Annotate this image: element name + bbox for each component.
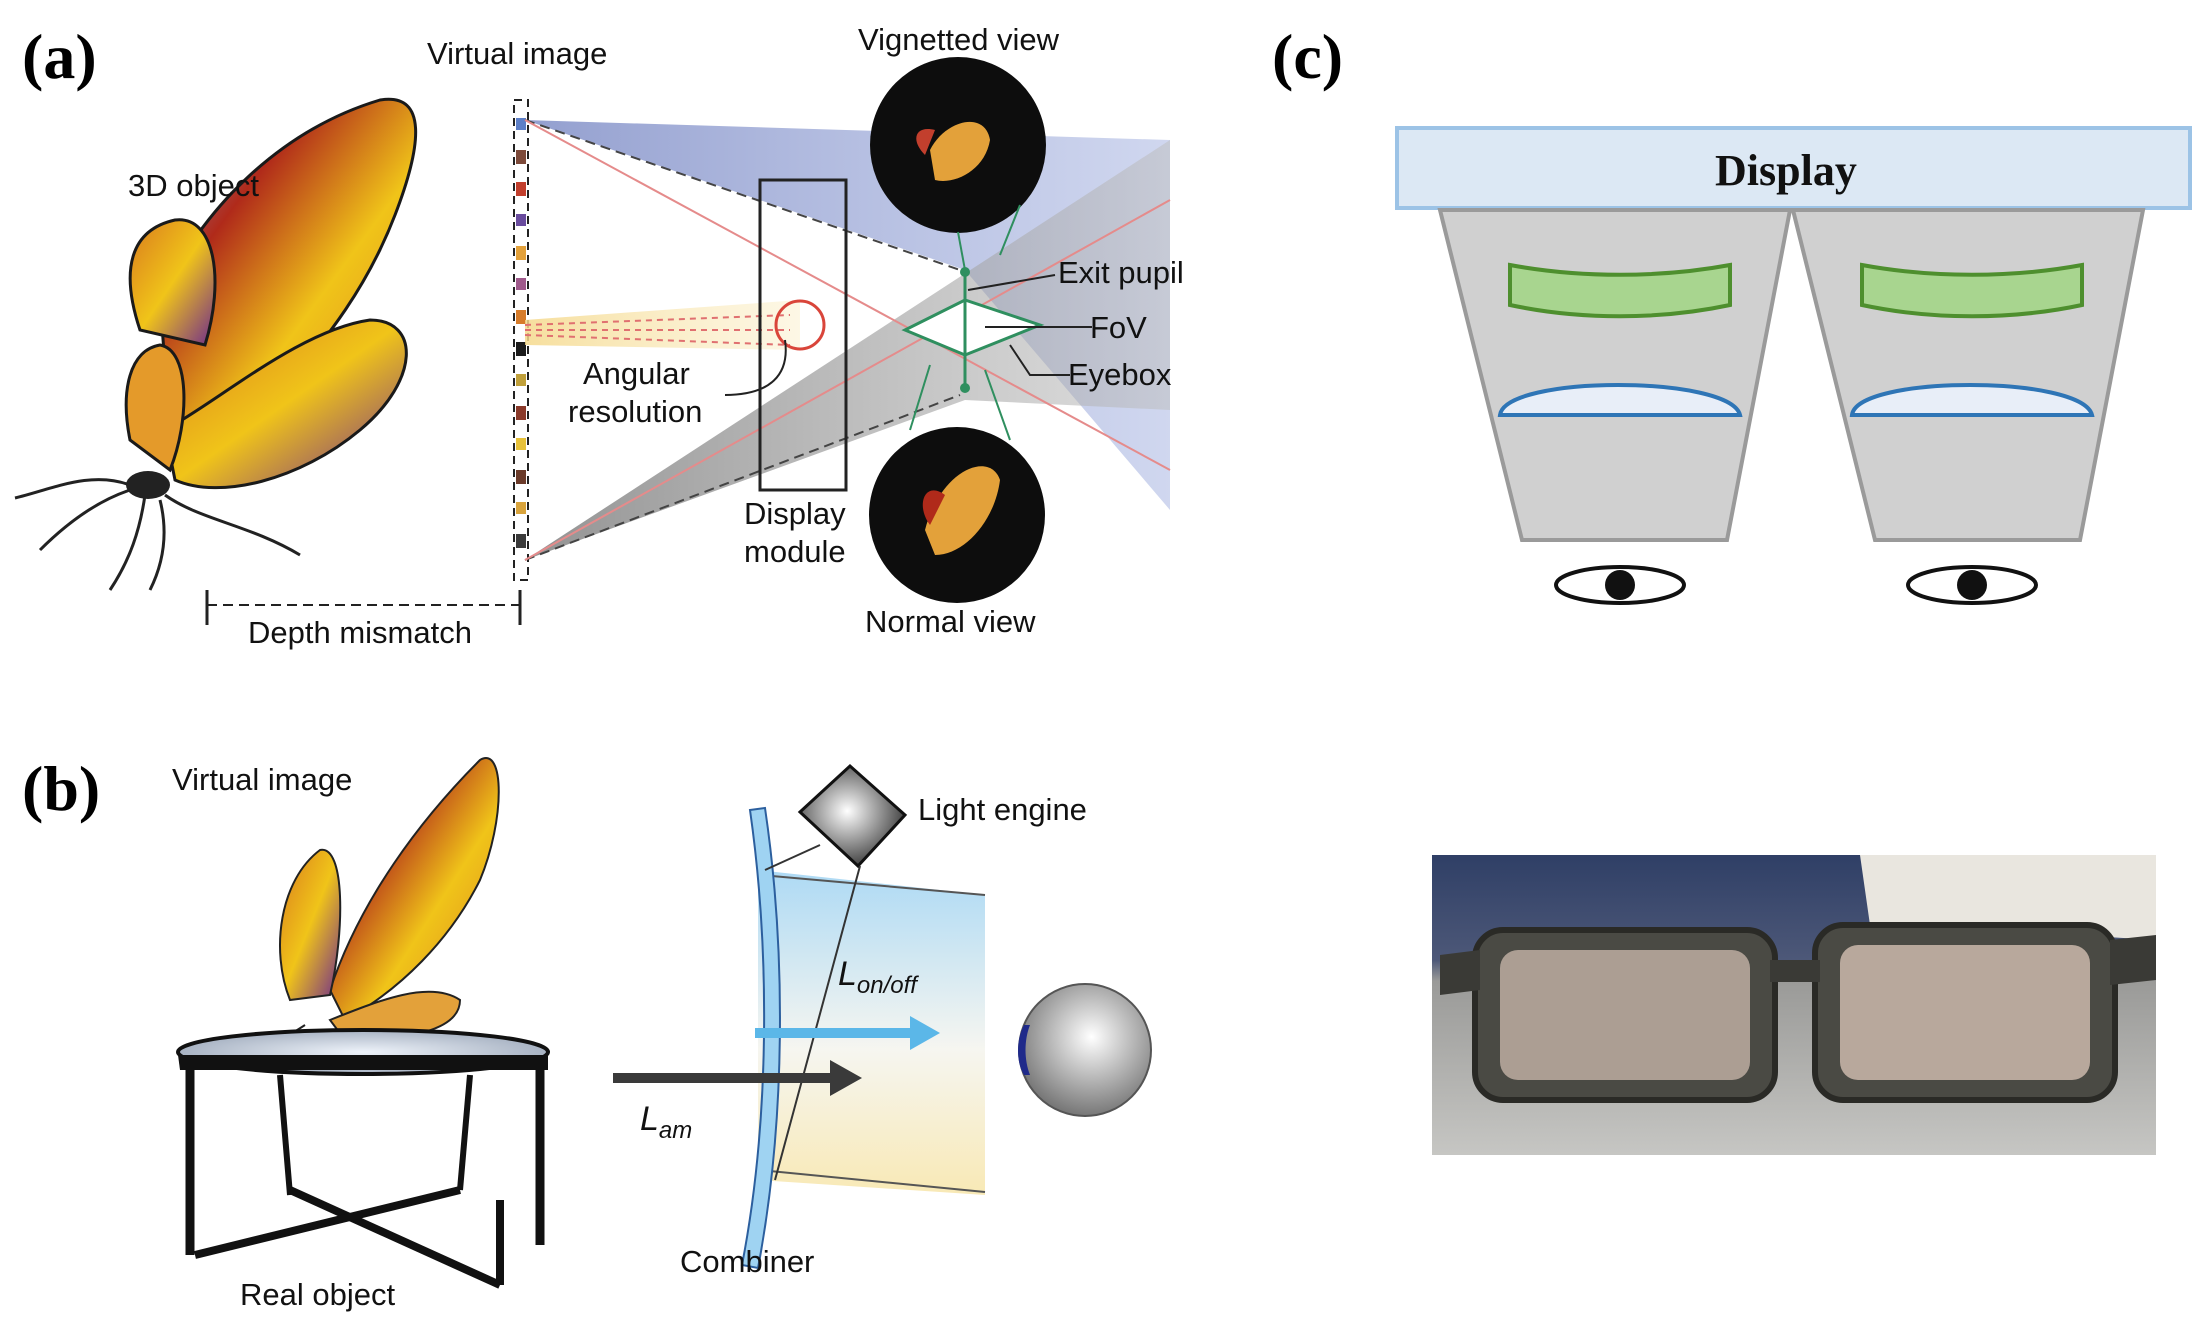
right-housing xyxy=(1790,208,2146,542)
light-engine-ray-2 xyxy=(774,865,861,1181)
display-bar xyxy=(1395,126,2192,210)
panel-c: (c) Display xyxy=(1272,21,2192,1155)
butterfly-virtual-image xyxy=(254,757,500,1066)
vignetted-leader-2 xyxy=(999,204,1021,256)
normal-view-label: Normal view xyxy=(865,604,1036,639)
angular-resolution-label-2: resolution xyxy=(568,394,702,429)
display-module-label-1: Display xyxy=(744,496,846,531)
angular-resolution-marker xyxy=(774,299,826,351)
vignetted-leader-1 xyxy=(957,231,966,271)
exit-pupil-dot-bottom xyxy=(960,383,970,393)
exit-pupil-leader xyxy=(967,274,1056,291)
eyebox-diamond xyxy=(901,298,1045,357)
angular-resolution-leader xyxy=(724,339,787,396)
left-blue-lens xyxy=(1497,383,1743,417)
normal-leader-1 xyxy=(909,364,931,431)
panel-a-label: (a) xyxy=(22,21,97,92)
l-am-sub: am xyxy=(659,1117,692,1144)
right-green-lens xyxy=(1860,262,2084,319)
l-am-main: L xyxy=(640,1100,659,1138)
display-label: Display xyxy=(1715,146,1857,195)
l-am-label: Lam xyxy=(640,1100,692,1144)
panel-b: (b) Virtual image Real object xyxy=(22,753,1152,1312)
l-onoff-label: Lon/off xyxy=(838,955,919,999)
exit-pupil-dot-top xyxy=(960,267,970,277)
light-blue-arrowhead xyxy=(910,1016,940,1050)
light-engine-label: Light engine xyxy=(918,792,1087,827)
fov-label: FoV xyxy=(1090,310,1147,345)
angular-resolution-label-1: Angular xyxy=(583,356,690,391)
combiner xyxy=(740,806,781,1270)
ambient-arrowhead xyxy=(830,1060,862,1096)
object-3d-label: 3D object xyxy=(128,168,259,203)
vignetted-view-label: Vignetted view xyxy=(858,22,1060,57)
real-object-label: Real object xyxy=(240,1277,395,1312)
combiner-label: Combiner xyxy=(680,1244,814,1279)
prototype-glasses-photo xyxy=(1432,855,2156,1155)
butterfly-3d-object xyxy=(14,97,418,591)
panel-c-label: (c) xyxy=(1272,21,1343,92)
virtual-image-label-a: Virtual image xyxy=(427,36,607,71)
left-eye-icon xyxy=(1554,565,1686,605)
light-engine-ray-1 xyxy=(764,844,821,871)
light-engine-cube xyxy=(797,763,908,869)
left-housing xyxy=(1437,208,1793,542)
display-module-box xyxy=(758,178,848,492)
depth-mismatch-label: Depth mismatch xyxy=(248,615,472,650)
panel-b-label: (b) xyxy=(22,753,100,824)
eye-sphere xyxy=(1018,983,1152,1117)
eyebox-leader xyxy=(1009,344,1070,376)
panel-a: (a) 3D object Virtual image xyxy=(14,21,1184,650)
left-green-lens xyxy=(1508,262,1732,319)
fan-top-edge xyxy=(759,874,986,896)
fan-bottom-edge xyxy=(759,1169,986,1193)
vignetted-view xyxy=(870,57,1046,233)
exit-pupil-label: Exit pupil xyxy=(1058,255,1184,290)
virtual-image-label-b: Virtual image xyxy=(172,762,352,797)
right-eye-icon xyxy=(1906,565,2038,605)
eyebox-label: Eyebox xyxy=(1068,357,1172,392)
display-module-label-2: module xyxy=(744,534,846,569)
depth-mismatch-bracket xyxy=(205,590,522,625)
l-onoff-main: L xyxy=(838,955,857,993)
normal-view xyxy=(869,427,1045,603)
real-object-table xyxy=(176,1028,550,1289)
normal-leader-2 xyxy=(984,369,1011,441)
l-onoff-sub: on/off xyxy=(857,972,919,999)
right-blue-lens xyxy=(1849,383,2095,417)
